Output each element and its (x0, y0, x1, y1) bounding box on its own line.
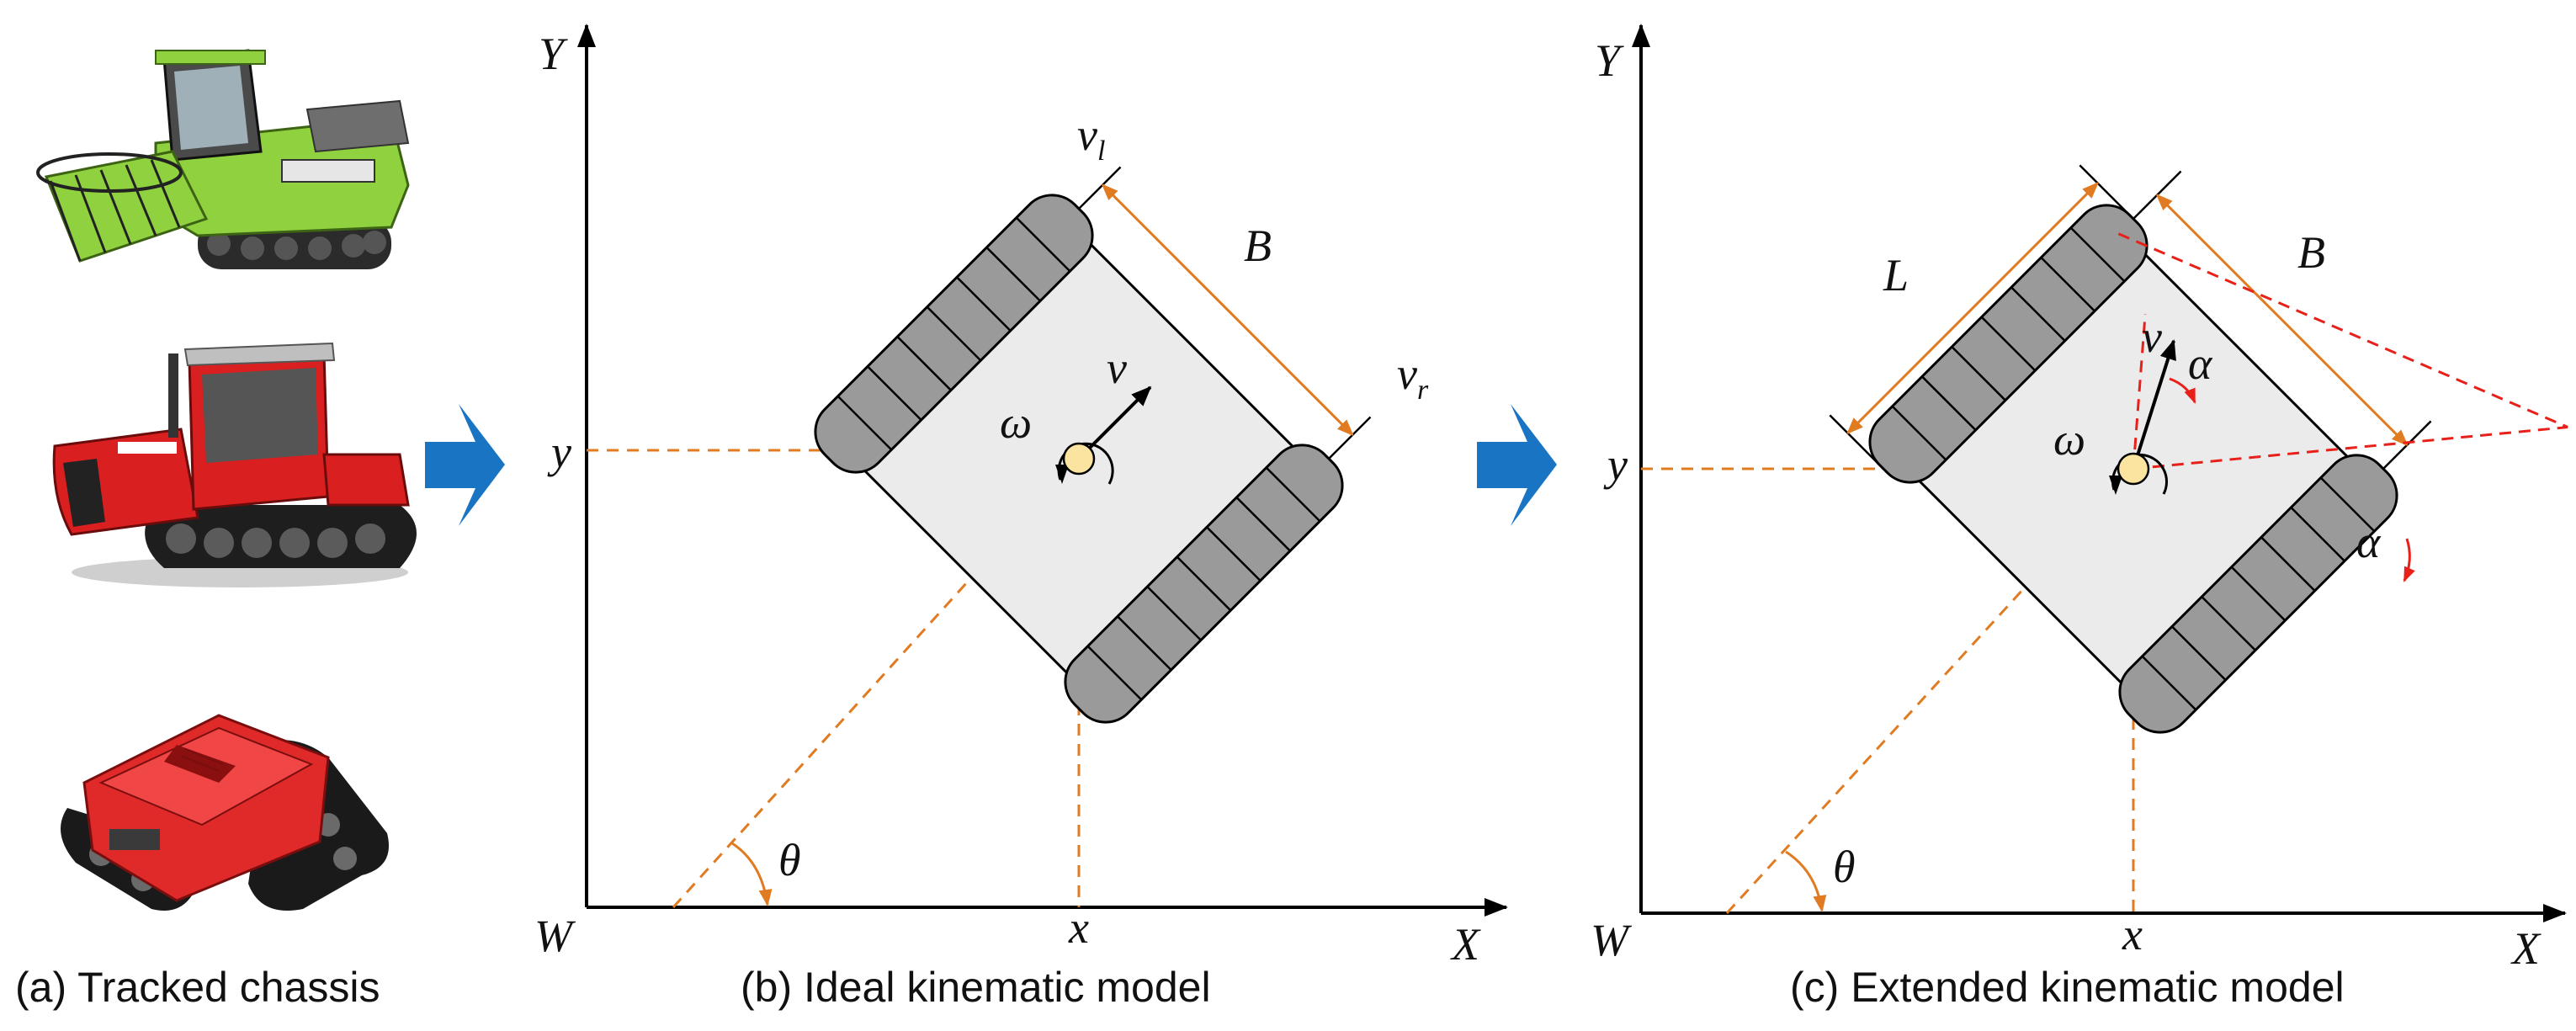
right-track (2105, 440, 2412, 747)
slip-line-lower (2133, 426, 2568, 470)
label-theta: θ (778, 835, 801, 885)
crawler-tractor-image (52, 342, 417, 587)
label-v: v (1107, 343, 1127, 393)
slip-line-upper (2117, 232, 2568, 428)
panel-c: Y X W x y v α α ω θ B L (c) Extended kin… (1591, 24, 2568, 1011)
L-dimension (1846, 182, 2099, 434)
label-X: X (2510, 923, 2541, 974)
label-y: y (547, 427, 571, 477)
right-track (1050, 430, 1357, 737)
tracked-mower-image (61, 714, 389, 911)
vehicle-ideal (800, 166, 1372, 737)
vehicle-extended (1829, 164, 2568, 747)
label-W: W (1591, 915, 1633, 965)
panel-b: Y X W x y v ω θ B vl vr (b) Ideal kinema… (534, 24, 1508, 1011)
B-dimension (2155, 194, 2409, 447)
theta-arc (731, 842, 773, 906)
flow-arrow-a-to-b (425, 404, 505, 526)
label-vr: vr (1397, 348, 1429, 406)
label-W: W (534, 911, 576, 961)
panel-a: (a) Tracked chassis (15, 42, 425, 1011)
label-v: v (2142, 311, 2162, 362)
flow-arrow-b-to-c (1477, 404, 1557, 526)
panel-c-caption: (c) Extended kinematic model (1790, 964, 2345, 1011)
rotation-centre (2117, 452, 2150, 486)
label-omega: ω (2053, 414, 2085, 465)
rotation-centre (1062, 442, 1096, 476)
panel-b-caption: (b) Ideal kinematic model (741, 964, 1211, 1011)
left-track (800, 180, 1107, 487)
label-B: B (1244, 221, 1272, 271)
label-alpha-1: α (2188, 338, 2213, 389)
theta-arc (1785, 850, 1827, 912)
label-x: x (2122, 909, 2143, 959)
label-Y: Y (1595, 35, 1624, 86)
label-B: B (2297, 227, 2325, 278)
label-theta: θ (1833, 842, 1856, 892)
alpha-arc-1 (2169, 377, 2196, 404)
B-dimension (1101, 183, 1354, 437)
panel-a-caption: (a) Tracked chassis (15, 964, 380, 1011)
label-omega: ω (1000, 397, 1032, 448)
velocity-arrow (1077, 385, 1152, 460)
label-X: X (1450, 919, 1481, 970)
label-y: y (1603, 439, 1628, 490)
velocity-arrow (2132, 339, 2176, 470)
combine-harvester-image (36, 42, 425, 295)
omega-arc (2111, 453, 2169, 495)
label-Y: Y (539, 29, 568, 79)
slip-centre-line (2132, 314, 2147, 470)
label-vl: vl (1077, 109, 1105, 167)
label-L: L (1883, 250, 1909, 300)
label-alpha-2: α (2356, 517, 2382, 567)
label-x: x (1068, 902, 1089, 953)
omega-arc (1057, 442, 1114, 485)
alpha-arc-2 (2403, 538, 2415, 582)
